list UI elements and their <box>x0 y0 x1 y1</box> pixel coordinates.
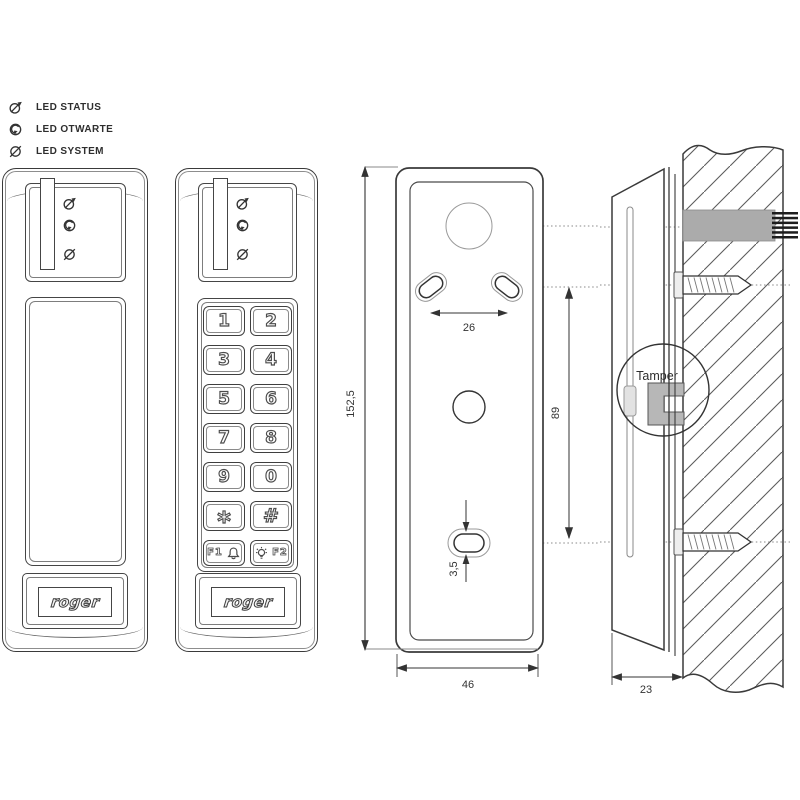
reader-led-panel-inner <box>29 187 122 278</box>
key-8: 8 <box>250 423 292 453</box>
legend-row-status: LED STATUS <box>8 96 113 118</box>
keypad-led-panel-inner <box>202 187 293 278</box>
legend-label-status: LED STATUS <box>36 101 102 113</box>
led-system-icon <box>62 247 77 262</box>
key-5: 5 <box>203 384 245 414</box>
led-legend: LED STATUS LED OTWARTE LED SYSTEM <box>8 96 113 162</box>
key-0: 0 <box>250 462 292 492</box>
side-led-slot <box>626 206 634 558</box>
keypad-led-icons <box>235 196 250 262</box>
dim-slot-label: 3,5 <box>448 561 460 576</box>
keypad-panel: 1 2 3 4 5 6 7 8 9 0 * # F1 F2 <box>197 298 298 572</box>
keypad-logo-box: roger <box>211 587 285 617</box>
key-3: 3 <box>203 345 245 375</box>
led-status-icon <box>62 196 77 211</box>
led-system-icon <box>8 144 23 159</box>
screw-bottom <box>673 528 753 556</box>
reader-logo-box: roger <box>38 587 112 617</box>
legend-row-system: LED SYSTEM <box>8 140 113 162</box>
backplate-lines <box>668 167 676 656</box>
dim-hole-vertical: 89 <box>550 286 574 540</box>
dim-depth-label: 23 <box>640 684 652 696</box>
dim-hole-vertical-label: 89 <box>550 407 562 419</box>
device-side-profile <box>611 167 665 652</box>
rear-view: 26 89 152,5 3,5 46 <box>345 165 600 691</box>
led-status-icon <box>8 100 23 115</box>
reader-shell-inner <box>5 171 145 649</box>
led-otwarte-icon <box>8 122 23 137</box>
dim-hole-spacing: 26 <box>430 309 508 334</box>
bell-icon <box>226 546 241 561</box>
keypad-logo-panel-inner <box>199 577 297 625</box>
screw-top <box>673 271 753 299</box>
side-view: Tamper 23 <box>600 144 798 696</box>
led-otwarte-icon <box>62 218 77 233</box>
key-star: * <box>203 501 245 536</box>
dim-depth: 23 <box>610 633 684 696</box>
keypad-front-view: 1 2 3 4 5 6 7 8 9 0 * # F1 F2 <box>175 168 318 652</box>
key-f2: F2 <box>250 540 292 566</box>
dim-width: 46 <box>395 654 540 691</box>
brand-logo: roger <box>222 593 274 612</box>
keypad-led-window <box>213 178 228 270</box>
reader-led-window <box>40 178 55 270</box>
dim-slot: 3,5 <box>448 500 470 582</box>
bulb-icon <box>254 546 269 561</box>
reader-logo-panel-inner <box>26 577 124 625</box>
reader-front-view: roger <box>2 168 148 652</box>
brand-logo: roger <box>49 593 101 612</box>
key-hash: # <box>250 501 292 531</box>
key-2: 2 <box>250 306 292 336</box>
led-system-icon <box>235 247 250 262</box>
cable-wires <box>772 212 798 239</box>
dim-hole-spacing-label: 26 <box>463 322 475 334</box>
key-4: 4 <box>250 345 292 375</box>
keypad-logo-panel: roger <box>195 573 301 629</box>
legend-label-otwarte: LED OTWARTE <box>36 123 114 135</box>
reader-logo-panel: roger <box>22 573 128 629</box>
key-6: 6 <box>250 384 292 414</box>
reader-led-icons <box>62 196 77 262</box>
tamper-callout: Tamper <box>616 343 710 437</box>
dim-height: 152,5 <box>345 165 538 652</box>
tamper-hole <box>452 390 486 424</box>
key-9: 9 <box>203 462 245 492</box>
reader-card-area <box>25 297 126 566</box>
cable-hole <box>445 202 493 250</box>
keypad-keys: 1 2 3 4 5 6 7 8 9 0 * # F1 F2 <box>203 306 292 566</box>
mount-hole-left <box>414 272 448 302</box>
legend-label-system: LED SYSTEM <box>36 145 104 157</box>
legend-row-otwarte: LED OTWARTE <box>8 118 113 140</box>
dim-width-label: 46 <box>462 679 474 691</box>
cable-bundle <box>682 209 776 242</box>
mount-hole-right <box>490 272 524 302</box>
keypad-panel-inner <box>201 302 294 568</box>
key-7: 7 <box>203 423 245 453</box>
key-f1: F1 <box>203 540 245 566</box>
led-otwarte-icon <box>235 218 250 233</box>
dim-height-label: 152,5 <box>345 390 357 418</box>
keypad-shell-inner <box>178 171 315 649</box>
rear-backplate <box>409 181 534 641</box>
led-status-icon <box>235 196 250 211</box>
reader-card-area-inner <box>29 301 122 562</box>
tamper-label: Tamper <box>636 369 678 383</box>
key-1: 1 <box>203 306 245 336</box>
